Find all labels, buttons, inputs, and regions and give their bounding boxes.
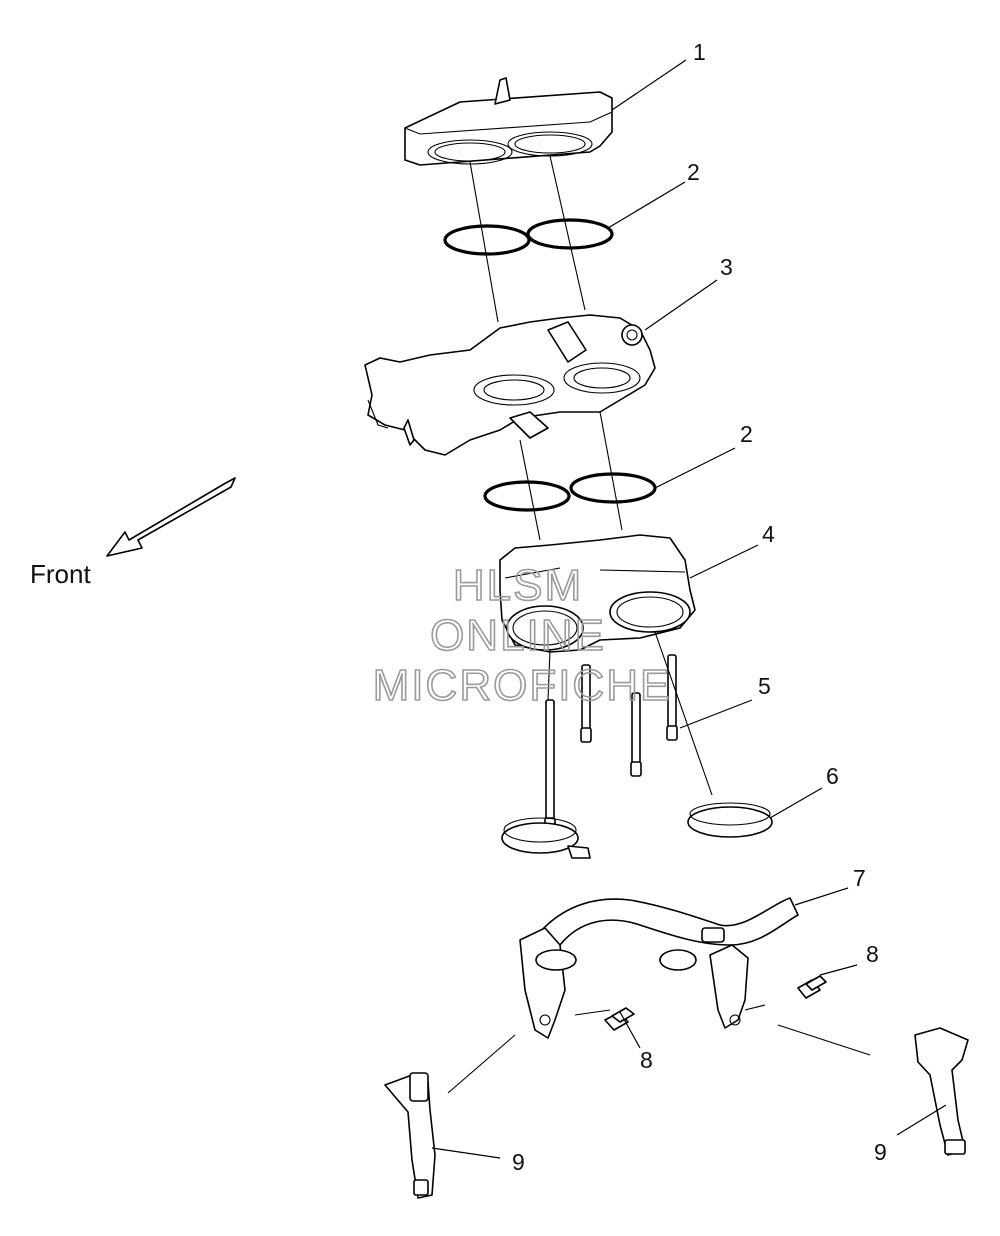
- assembly-lines: [447, 155, 871, 1094]
- fuel-injector-left: [384, 1072, 436, 1199]
- callout-1: 1: [693, 39, 706, 65]
- rail-screws: [604, 975, 827, 1031]
- callout-9-left: 9: [512, 1149, 525, 1175]
- front-direction-arrow: [106, 477, 236, 557]
- callout-9-right: 9: [874, 1139, 887, 1165]
- callout-5: 5: [758, 673, 771, 699]
- callout-7: 7: [853, 865, 866, 891]
- lower-o-rings: [483, 472, 657, 512]
- callout-2-lower: 2: [740, 421, 753, 447]
- callout-2: 2: [687, 159, 700, 185]
- callout-6: 6: [826, 763, 839, 789]
- front-label: Front: [30, 559, 91, 589]
- watermark: HLSM ONLINE MICROFICHE: [372, 560, 672, 711]
- intake-boot: [499, 534, 696, 653]
- watermark-line-3: MICROFICHE: [373, 661, 672, 710]
- fuel-rail: [519, 897, 799, 1039]
- airbox-adapter-plate: [404, 77, 613, 166]
- callout-3: 3: [720, 254, 733, 280]
- hose-clamps: [501, 802, 773, 859]
- callout-8-right: 8: [866, 941, 879, 967]
- callout-4: 4: [762, 521, 775, 547]
- callout-leaders: [431, 59, 947, 1159]
- fuel-injector-right: [914, 1027, 969, 1156]
- watermark-line-1: HLSM: [453, 561, 583, 610]
- watermark-line-2: ONLINE: [430, 611, 606, 660]
- callout-8-left: 8: [640, 1047, 653, 1073]
- upper-o-rings: [443, 218, 614, 256]
- throttle-body: [364, 314, 656, 456]
